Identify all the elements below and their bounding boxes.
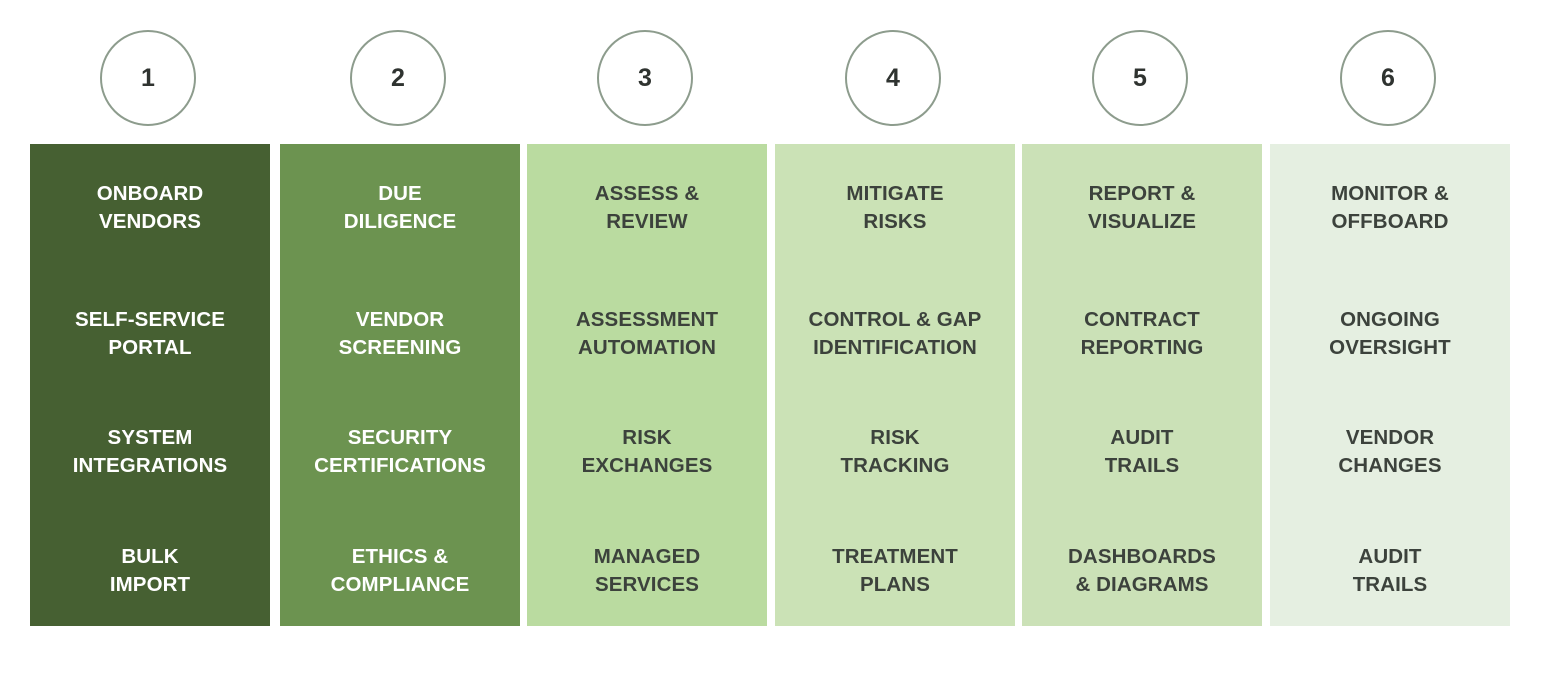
- stage-item-6-1-line1: ONGOING: [1340, 308, 1440, 331]
- stage-item-1-2-line1: SYSTEM: [107, 426, 193, 449]
- stage-item-6-1-line2: OVERSIGHT: [1329, 336, 1451, 359]
- stage-heading-3-line2: REVIEW: [606, 210, 688, 233]
- stage-heading-4-line1: MITIGATE: [846, 182, 944, 205]
- stage-item-2-1: VENDOR SCREENING: [280, 306, 520, 362]
- stage-item-3-1-line1: ASSESSMENT: [575, 308, 719, 331]
- stage-item-6-3-line2: TRAILS: [1352, 573, 1428, 596]
- stage-column-2[interactable]: 2 DUE DILIGENCE VENDOR SCREENING SECURIT…: [280, 0, 520, 678]
- stage-item-3-2: RISK EXCHANGES: [527, 424, 767, 480]
- stage-heading-5-line1: REPORT &: [1088, 182, 1196, 205]
- stage-item-6-1: ONGOING OVERSIGHT: [1270, 306, 1510, 362]
- stage-item-4-3-line2: PLANS: [860, 573, 930, 596]
- stage-item-3-2-line2: EXCHANGES: [581, 454, 713, 477]
- step-number-label-6: 6: [1380, 63, 1396, 92]
- stage-heading-2: DUE DILIGENCE: [280, 180, 520, 236]
- stage-item-2-3-line2: COMPLIANCE: [330, 573, 470, 596]
- stage-item-2-1-line2: SCREENING: [338, 336, 462, 359]
- stage-item-3-3: MANAGED SERVICES: [527, 543, 767, 599]
- stage-item-4-1-line2: IDENTIFICATION: [813, 336, 977, 359]
- stage-item-2-3-line1: ETHICS &: [351, 545, 449, 568]
- stage-item-1-2: SYSTEM INTEGRATIONS: [30, 424, 270, 480]
- stage-item-5-1-line2: REPORTING: [1080, 336, 1204, 359]
- stage-panel-6: MONITOR & OFFBOARD ONGOING OVERSIGHT VEN…: [1270, 144, 1510, 626]
- stage-panel-5: REPORT & VISUALIZE CONTRACT REPORTING AU…: [1022, 144, 1262, 626]
- stage-item-1-3-line1: BULK: [121, 545, 179, 568]
- stage-panel-3: ASSESS & REVIEW ASSESSMENT AUTOMATION RI…: [527, 144, 767, 626]
- stage-item-2-2-line2: CERTIFICATIONS: [314, 454, 486, 477]
- stage-heading-4-line2: RISKS: [863, 210, 927, 233]
- step-number-circle-2: 2: [350, 30, 446, 126]
- stage-column-3[interactable]: 3 ASSESS & REVIEW ASSESSMENT AUTOMATION …: [527, 0, 767, 678]
- step-number-circle-1: 1: [100, 30, 196, 126]
- stage-item-1-1: SELF-SERVICE PORTAL: [30, 306, 270, 362]
- step-number-circle-5: 5: [1092, 30, 1188, 126]
- stage-heading-2-line2: DILIGENCE: [343, 210, 457, 233]
- stage-heading-1: ONBOARD VENDORS: [30, 180, 270, 236]
- stage-item-6-2-line2: CHANGES: [1338, 454, 1442, 477]
- stage-item-5-3-line1: DASHBOARDS: [1068, 545, 1216, 568]
- stage-item-2-2: SECURITY CERTIFICATIONS: [280, 424, 520, 480]
- stage-column-5[interactable]: 5 REPORT & VISUALIZE CONTRACT REPORTING …: [1022, 0, 1262, 678]
- stage-item-1-1-line2: PORTAL: [108, 336, 192, 359]
- stage-item-4-2-line2: TRACKING: [840, 454, 950, 477]
- step-number-label-4: 4: [885, 63, 901, 92]
- stage-item-5-3: DASHBOARDS & DIAGRAMS: [1022, 543, 1262, 599]
- stage-item-1-3-line2: IMPORT: [109, 573, 191, 596]
- step-number-label-3: 3: [637, 63, 653, 92]
- step-number-label-2: 2: [390, 63, 406, 92]
- stage-item-6-3-line1: AUDIT: [1358, 545, 1422, 568]
- stage-item-6-2-line1: VENDOR: [1345, 426, 1435, 449]
- stage-item-4-1: CONTROL & GAP IDENTIFICATION: [775, 306, 1015, 362]
- stage-heading-3: ASSESS & REVIEW: [527, 180, 767, 236]
- stage-item-5-2-line2: TRAILS: [1104, 454, 1180, 477]
- stage-heading-1-line2: VENDORS: [98, 210, 202, 233]
- stage-heading-3-line1: ASSESS &: [594, 182, 700, 205]
- stage-item-1-2-line2: INTEGRATIONS: [72, 454, 228, 477]
- stage-item-6-3: AUDIT TRAILS: [1270, 543, 1510, 599]
- stage-item-5-3-line2: & DIAGRAMS: [1075, 573, 1209, 596]
- step-number-circle-6: 6: [1340, 30, 1436, 126]
- stage-item-3-1-line2: AUTOMATION: [577, 336, 717, 359]
- stage-heading-6-line1: MONITOR &: [1331, 182, 1449, 205]
- stage-heading-1-line1: ONBOARD: [96, 182, 204, 205]
- stage-item-5-2-line1: AUDIT: [1110, 426, 1174, 449]
- stage-item-4-3: TREATMENT PLANS: [775, 543, 1015, 599]
- stage-heading-5: REPORT & VISUALIZE: [1022, 180, 1262, 236]
- stage-item-5-1: CONTRACT REPORTING: [1022, 306, 1262, 362]
- stage-item-4-2: RISK TRACKING: [775, 424, 1015, 480]
- stage-heading-2-line1: DUE: [378, 182, 422, 205]
- stage-column-4[interactable]: 4 MITIGATE RISKS CONTROL & GAP IDENTIFIC…: [775, 0, 1015, 678]
- stage-column-6[interactable]: 6 MONITOR & OFFBOARD ONGOING OVERSIGHT V…: [1270, 0, 1510, 678]
- step-number-label-1: 1: [140, 63, 156, 92]
- stage-heading-6-line2: OFFBOARD: [1331, 210, 1449, 233]
- step-number-label-5: 5: [1132, 63, 1148, 92]
- stage-heading-6: MONITOR & OFFBOARD: [1270, 180, 1510, 236]
- stage-item-1-1-line1: SELF-SERVICE: [74, 308, 226, 331]
- stage-panel-4: MITIGATE RISKS CONTROL & GAP IDENTIFICAT…: [775, 144, 1015, 626]
- step-number-circle-4: 4: [845, 30, 941, 126]
- step-number-circle-3: 3: [597, 30, 693, 126]
- stage-item-4-2-line1: RISK: [870, 426, 920, 449]
- stage-item-3-3-line1: MANAGED: [593, 545, 701, 568]
- stage-panel-1: ONBOARD VENDORS SELF-SERVICE PORTAL SYST…: [30, 144, 270, 626]
- stage-item-1-3: BULK IMPORT: [30, 543, 270, 599]
- stage-item-2-2-line1: SECURITY: [347, 426, 453, 449]
- stage-item-2-3: ETHICS & COMPLIANCE: [280, 543, 520, 599]
- stage-item-3-2-line1: RISK: [622, 426, 672, 449]
- stage-item-3-1: ASSESSMENT AUTOMATION: [527, 306, 767, 362]
- stage-heading-4: MITIGATE RISKS: [775, 180, 1015, 236]
- stage-heading-5-line2: VISUALIZE: [1088, 210, 1196, 233]
- stage-item-4-3-line1: TREATMENT: [832, 545, 958, 568]
- stage-item-5-1-line1: CONTRACT: [1084, 308, 1200, 331]
- stage-item-4-1-line1: CONTROL & GAP: [808, 308, 982, 331]
- stage-column-1[interactable]: 1 ONBOARD VENDORS SELF-SERVICE PORTAL SY…: [30, 0, 270, 678]
- stage-panel-2: DUE DILIGENCE VENDOR SCREENING SECURITY …: [280, 144, 520, 626]
- stage-item-6-2: VENDOR CHANGES: [1270, 424, 1510, 480]
- stage-item-3-3-line2: SERVICES: [594, 573, 700, 596]
- stage-item-5-2: AUDIT TRAILS: [1022, 424, 1262, 480]
- stage-item-2-1-line1: VENDOR: [355, 308, 445, 331]
